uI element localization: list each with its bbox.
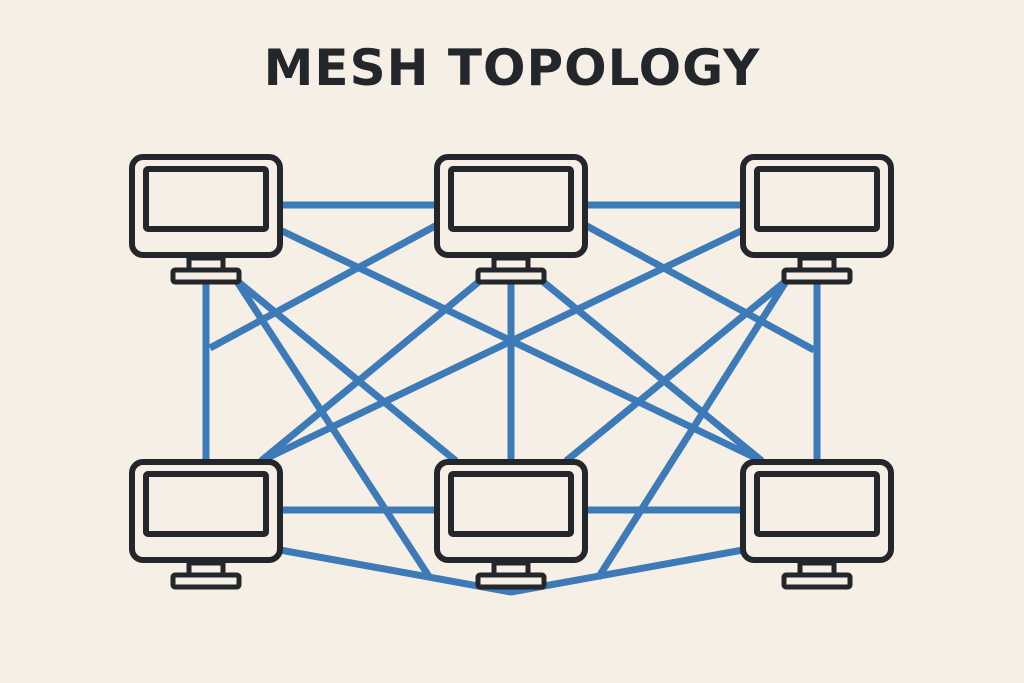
monitor-stand-base [781,267,853,285]
nodes-layer [129,154,894,590]
monitor-stand-base [170,267,242,285]
monitor-screen [143,166,269,232]
link-top-left-to-bottom-middle [233,277,459,464]
monitor-stand-base [170,572,242,590]
link-bottom-left-to-bottom-right [279,546,744,596]
monitor-node-bottom-middle [434,459,588,590]
monitor-screen [754,471,880,537]
links-layer [202,201,821,596]
monitor-node-top-middle [434,154,588,285]
monitor-node-bottom-right [740,459,894,590]
link-top-right-to-bottom-middle [563,277,790,464]
link-top-middle-to-left-side [208,221,439,352]
monitor-node-top-right [740,154,894,285]
monitor-screen [143,471,269,537]
link-top-right-to-bottom-right-curve [595,278,790,580]
monitor-stand-base [475,267,547,285]
link-top-right-to-bottom-left [259,226,745,465]
diagram-title: MESH TOPOLOGY [263,39,761,97]
monitor-screen [448,166,574,232]
monitor-stand-base [781,572,853,590]
link-top-middle-to-bottom-left [258,277,484,464]
monitor-node-top-left [129,154,283,285]
link-top-middle-to-right-side [583,221,816,354]
monitor-stand-base [475,572,547,590]
monitor-screen [448,471,574,537]
monitor-node-bottom-left [129,459,283,590]
monitor-screen [754,166,880,232]
